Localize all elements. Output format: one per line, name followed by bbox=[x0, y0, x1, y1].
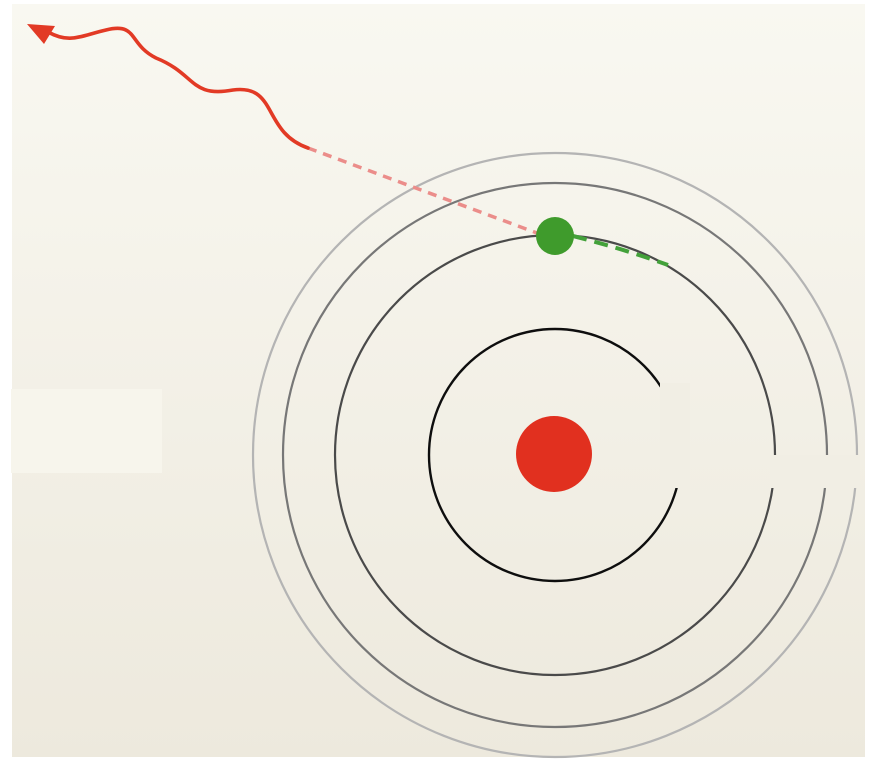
diagram-panel bbox=[12, 4, 865, 757]
electron bbox=[536, 217, 574, 255]
shell-gap-1 bbox=[660, 383, 690, 488]
blank-label-box bbox=[11, 389, 162, 473]
shell-gap-2 bbox=[770, 455, 860, 488]
photon-dashed-path bbox=[307, 146, 546, 238]
electron-motion-trail bbox=[572, 234, 669, 267]
photon-arrowhead-icon bbox=[27, 24, 55, 44]
nucleus bbox=[516, 416, 592, 492]
photon-wave bbox=[46, 26, 310, 150]
